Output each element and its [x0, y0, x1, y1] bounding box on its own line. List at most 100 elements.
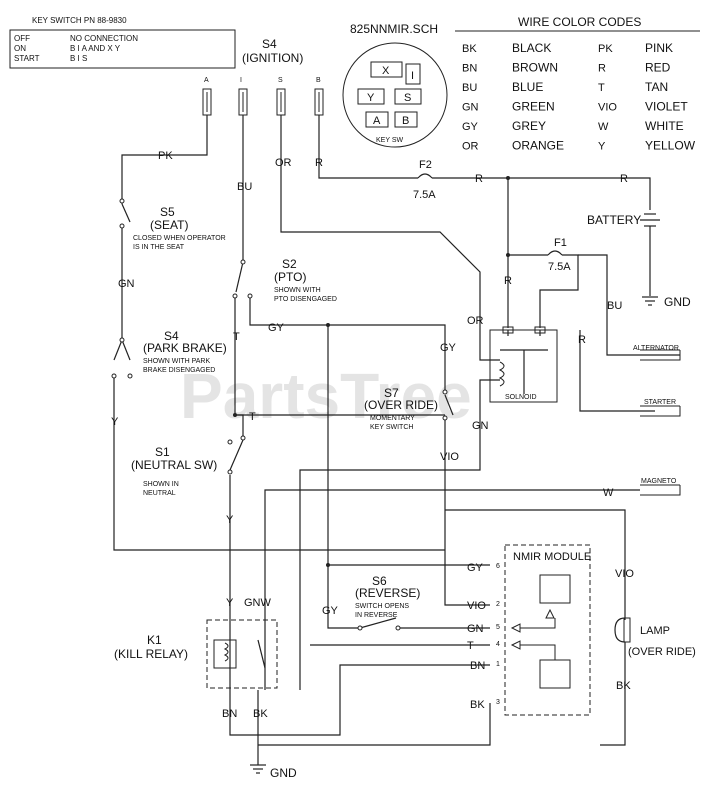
wire-or-sol: OR — [467, 315, 484, 327]
kill-relay-box — [206, 619, 278, 689]
wire-gy-top: GY — [268, 322, 285, 334]
key-desc-off: NO CONNECTION — [70, 34, 138, 43]
wire-gnw: GNW — [244, 597, 272, 609]
s4pb-sub: (PARK BRAKE) — [143, 341, 227, 355]
wire-bu-alt: BU — [607, 300, 622, 312]
s6-note2: IN REVERSE — [355, 612, 398, 619]
ignition-terminal-label-2: S — [278, 77, 283, 84]
wire-bk-relay: BK — [253, 708, 268, 720]
left-code-4: GY — [462, 121, 479, 133]
wire-r-right: R — [620, 173, 628, 185]
left-color-3: GREEN — [512, 100, 555, 114]
right-code-3: VIO — [598, 102, 617, 114]
k1-name: K1 — [147, 633, 162, 647]
s5-note2: IS IN THE SEAT — [133, 244, 185, 251]
key-switch-diagram: X I Y S A B KEY SW — [342, 42, 448, 148]
key-cell-y: Y — [367, 92, 375, 104]
f2-rating: 7.5A — [413, 189, 436, 201]
s1-sub: (NEUTRAL SW) — [131, 458, 217, 472]
fuse-f2 — [417, 173, 433, 179]
wire-vio-lamp: VIO — [615, 568, 634, 580]
left-code-3: GN — [462, 102, 479, 114]
wire-pk: PK — [158, 150, 173, 162]
starter-connector — [640, 405, 681, 417]
left-code-5: OR — [462, 141, 479, 153]
schematic-id: 825NNMIR.SCH — [350, 22, 438, 36]
key-switch-circle — [342, 42, 448, 148]
s7-name: S7 — [384, 386, 399, 400]
left-code-2: BU — [462, 82, 477, 94]
f1-name: F1 — [554, 237, 567, 249]
wire-bu: BU — [237, 181, 252, 193]
wire-bk-lamp: BK — [616, 680, 631, 692]
nmir-name: NMIR MODULE — [513, 551, 591, 563]
key-pos-start: START — [14, 54, 40, 63]
ignition-name: S4 — [262, 37, 277, 51]
wire-t-mid: T — [249, 411, 256, 423]
key-pos-off: OFF — [14, 34, 30, 43]
key-desc-on: B I A AND X Y — [70, 44, 121, 53]
s2-sub: (PTO) — [274, 270, 306, 284]
wire-vio-nmir: VIO — [467, 600, 486, 612]
wire-bk-nmir: BK — [470, 699, 485, 711]
wire-y-bottom: Y — [226, 597, 234, 609]
right-color-3: VIOLET — [645, 100, 688, 114]
ignition-terminal-label-0: A — [204, 77, 209, 84]
nmir-pin-6: 6 — [496, 563, 500, 570]
relay-gnd-label: GND — [270, 766, 297, 780]
nmir-pin-4: 4 — [496, 641, 500, 648]
s5-note1: CLOSED WHEN OPERATOR — [133, 235, 226, 242]
right-color-1: RED — [645, 61, 671, 75]
nmir-pin-3: 3 — [496, 699, 500, 706]
solenoid-box — [489, 329, 558, 403]
s2-name: S2 — [282, 257, 297, 271]
s5-sub: (SEAT) — [150, 218, 188, 232]
s7-sub: (OVER RIDE) — [364, 398, 438, 412]
key-cell-b: B — [402, 115, 409, 127]
wire-r-top: R — [315, 157, 323, 169]
battery-label: BATTERY — [587, 213, 641, 227]
left-code-0: BK — [462, 43, 477, 55]
left-color-2: BLUE — [512, 80, 543, 94]
s2-note2: PTO DISENGAGED — [274, 296, 337, 303]
alternator-connector — [640, 349, 681, 361]
right-color-5: YELLOW — [645, 139, 696, 153]
key-sw-caption: KEY SW — [376, 137, 403, 144]
s5-name: S5 — [160, 205, 175, 219]
right-color-4: WHITE — [645, 119, 684, 133]
wire-gy-nmir: GY — [467, 562, 484, 574]
s1-name: S1 — [155, 445, 170, 459]
nmir-pin-1: 1 — [496, 661, 500, 668]
left-color-1: BROWN — [512, 61, 558, 75]
left-color-4: GREY — [512, 119, 546, 133]
s6-note1: SWITCH OPENS — [355, 603, 409, 610]
wire-gy-low: GY — [322, 605, 339, 617]
lamp-sub: (OVER RIDE) — [628, 646, 696, 658]
wire-w: W — [603, 487, 614, 499]
wire-gn-nmir: GN — [467, 623, 484, 635]
wire-y-mid: Y — [226, 514, 234, 526]
wire-r-sol: R — [504, 275, 512, 287]
s1-note1: SHOWN IN — [143, 481, 179, 488]
key-cell-s: S — [404, 92, 411, 104]
wire-vio-mid: VIO — [440, 451, 459, 463]
f2-name: F2 — [419, 159, 432, 171]
s7-note1: MOMENTARY — [370, 415, 415, 422]
wire-gy-right: GY — [440, 342, 457, 354]
wire-gn-left: GN — [118, 278, 135, 290]
right-code-1: R — [598, 63, 606, 75]
key-cell-a: A — [373, 115, 381, 127]
solenoid-label: SOLNOID — [505, 394, 537, 401]
key-table-box — [9, 29, 236, 69]
k1-sub: (KILL RELAY) — [114, 647, 188, 661]
watermark: PartsTree — [180, 360, 472, 432]
s4pb-note2: BRAKE DISENGAGED — [143, 367, 215, 374]
key-pos-on: ON — [14, 44, 26, 53]
wire-legend-title: WIRE COLOR CODES — [518, 15, 641, 29]
key-cell-x: X — [382, 65, 390, 77]
ignition-sub: (IGNITION) — [242, 51, 303, 65]
lamp-name: LAMP — [640, 625, 670, 637]
left-color-0: BLACK — [512, 41, 551, 55]
